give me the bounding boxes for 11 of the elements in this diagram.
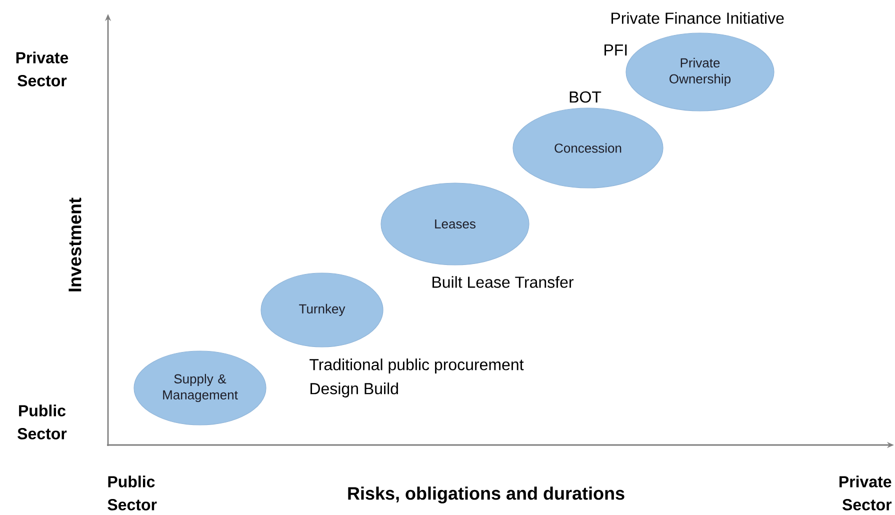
- axis-end-label: Private Sector: [840, 476, 892, 510]
- annotation: PFI: [604, 44, 627, 56]
- annotation: Design Build: [310, 382, 398, 398]
- annotation: BOT: [570, 91, 602, 103]
- axis-title: Risks, obligations and durations: [348, 486, 624, 504]
- axis-end-label: Public Sector: [108, 476, 157, 510]
- axis-end-label: Private Sector: [16, 52, 68, 86]
- annotation: Built Lease Transfer: [432, 276, 574, 288]
- axis-title: Investment: [68, 198, 82, 292]
- annotation: Traditional public procurement: [310, 358, 524, 374]
- axis-end-label: Public Sector: [18, 404, 67, 440]
